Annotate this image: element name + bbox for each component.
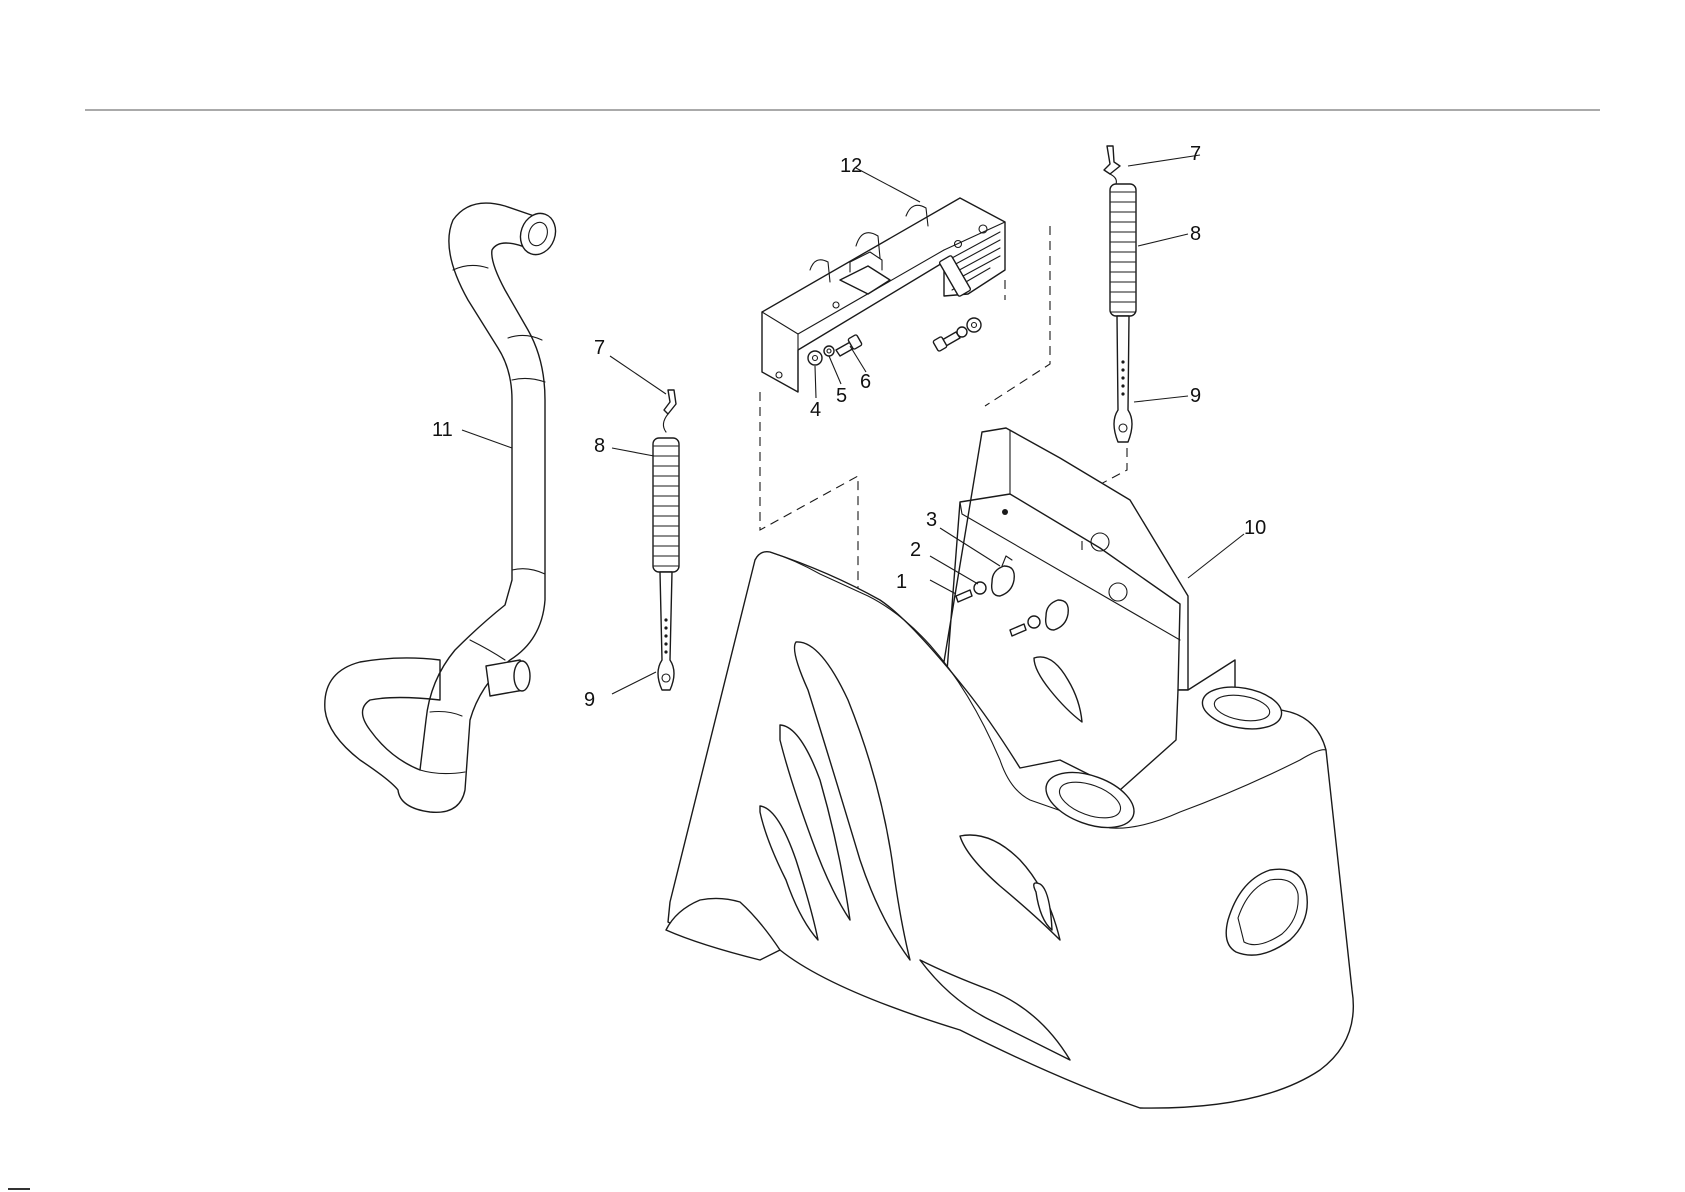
hardware-set-right	[933, 318, 981, 352]
lockwasher-part-5	[824, 346, 834, 356]
callout-8-left: 8	[594, 435, 605, 457]
washer-part-2	[974, 582, 986, 594]
callout-9-left: 9	[584, 689, 595, 711]
callout-7-right: 7	[1190, 143, 1201, 165]
callout-1: 1	[896, 571, 907, 593]
strap-part-9-left	[658, 572, 674, 690]
spring-part-8-left	[653, 438, 679, 572]
callout-10: 10	[1244, 517, 1266, 539]
callout-12: 12	[840, 155, 862, 177]
callout-3: 3	[926, 509, 937, 531]
callout-2: 2	[910, 539, 921, 561]
screw-part-1	[956, 590, 972, 602]
washer-part-4	[808, 351, 822, 365]
spring-part-8-right	[1110, 184, 1136, 316]
callout-11: 11	[432, 419, 453, 441]
callout-6: 6	[860, 371, 871, 393]
callout-8-right: 8	[1190, 223, 1201, 245]
bracket-part-12	[762, 198, 1005, 392]
spring-assembly-right	[1104, 146, 1136, 442]
callout-7-left: 7	[594, 337, 605, 359]
hose-part-11	[325, 203, 561, 812]
callout-5: 5	[836, 385, 847, 407]
hook-part-7-right	[1104, 146, 1120, 174]
callout-9-right: 9	[1190, 385, 1201, 407]
callout-4: 4	[810, 399, 821, 421]
spring-assembly-left	[653, 390, 679, 690]
clip-part-3	[992, 566, 1015, 596]
